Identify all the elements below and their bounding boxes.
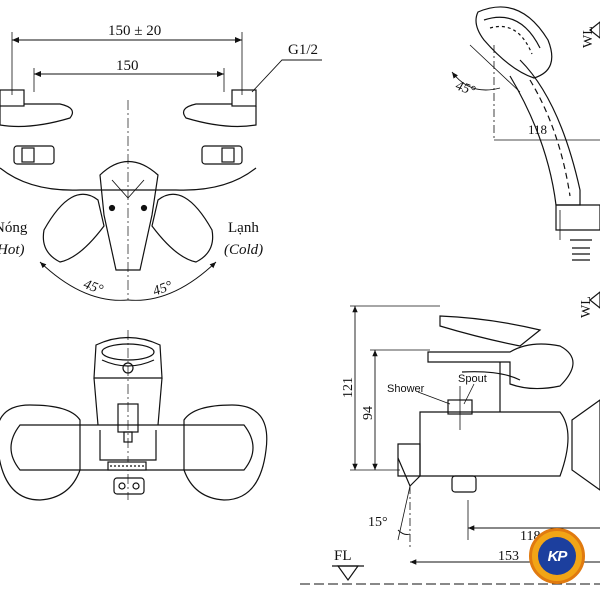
cold-label: Lạnh: [228, 220, 259, 236]
hot-label: Nóng: [0, 220, 28, 236]
handshower-view: [451, 6, 600, 261]
front-view-top-labels: 150 ± 20 150 G1/2 Nóng (Hot) Lạnh (Cold)…: [0, 23, 318, 300]
dim-94-label: 94: [361, 406, 376, 420]
front-view-bottom: [0, 330, 268, 501]
handshower-labels: WL 45° 118: [453, 26, 596, 137]
angle-15-label: 15°: [368, 515, 388, 530]
dim-inner-label: 150: [116, 58, 139, 74]
angle-left-label: 45°: [81, 277, 105, 298]
fl-label: FL: [334, 548, 352, 564]
shower-label: Shower: [387, 383, 425, 395]
dim-121-label: 121: [341, 377, 356, 398]
handshower-dim-label: 118: [528, 122, 547, 137]
dim-overall-label: 150 ± 20: [108, 23, 161, 39]
spout-label: Spout: [458, 373, 487, 385]
dim-153-label: 153: [498, 549, 519, 564]
thread-label: G1/2: [288, 42, 318, 58]
front-view-top: [0, 32, 322, 301]
side-wl-label: WL: [579, 296, 594, 318]
kp-logo-text: KP: [538, 537, 576, 575]
hot-label-en: (Hot): [0, 242, 25, 258]
kp-logo: KP: [529, 528, 585, 584]
handshower-wl-label: WL: [581, 26, 596, 48]
handshower-angle-label: 45°: [453, 79, 477, 100]
angle-right-label: 45°: [151, 279, 175, 300]
side-view-labels: WL 121 94 Shower Spout 15° 118 153 FL: [334, 296, 594, 564]
cold-label-en: (Cold): [224, 242, 263, 258]
